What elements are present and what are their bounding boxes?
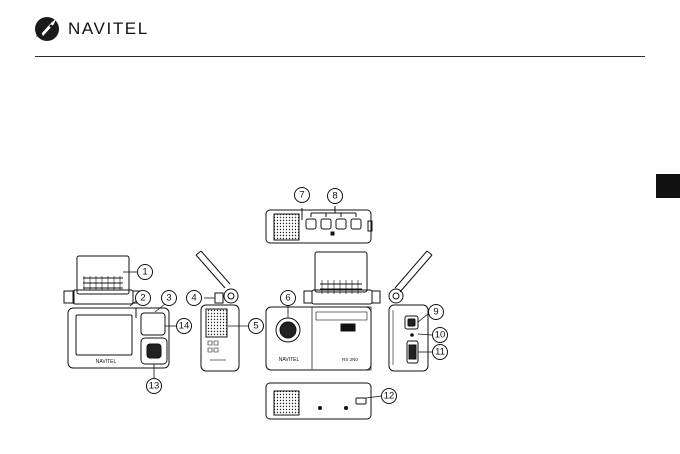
bottom-view <box>265 382 372 420</box>
rear-logo-text: NAVITEL <box>279 357 300 363</box>
navitel-rocket-logo-icon <box>35 17 59 41</box>
svg-text:6: 6 <box>285 293 290 304</box>
brand-name: NAVITEL <box>68 19 149 38</box>
page-header: NAVITEL <box>0 0 680 60</box>
svg-text:3: 3 <box>166 293 171 304</box>
callout-8: 8 <box>327 188 343 204</box>
svg-text:4: 4 <box>191 293 196 304</box>
callout-6: 6 <box>280 290 296 306</box>
svg-text:13: 13 <box>149 381 160 392</box>
callout-1: 1 <box>137 264 153 280</box>
callout-12: 12 <box>381 388 397 404</box>
callout-2: 2 <box>135 290 151 306</box>
rear-view <box>265 251 381 371</box>
callout-11: 11 <box>432 344 448 360</box>
right-side-view <box>388 250 433 372</box>
svg-text:7: 7 <box>299 190 304 201</box>
callout-4: 4 <box>186 290 202 306</box>
svg-text:9: 9 <box>433 307 438 318</box>
leader-lines <box>123 271 433 399</box>
svg-text:12: 12 <box>384 391 395 402</box>
callout-13: 13 <box>146 378 162 394</box>
svg-text:10: 10 <box>435 330 446 341</box>
callout-5: 5 <box>248 318 264 334</box>
svg-text:8: 8 <box>332 191 337 202</box>
svg-text:14: 14 <box>179 321 190 332</box>
callout-9: 9 <box>428 304 444 320</box>
callout-3: 3 <box>161 290 177 306</box>
callout-14: 14 <box>176 318 192 334</box>
left-side-view <box>195 250 240 372</box>
page-section-tab <box>656 174 680 198</box>
callouts: 7 8 1 2 3 4 5 6 9 10 11 12 13 14 <box>135 187 448 404</box>
callout-10: 10 <box>432 327 448 343</box>
svg-text:5: 5 <box>253 321 258 332</box>
top-view <box>265 206 373 244</box>
svg-text:11: 11 <box>435 347 445 358</box>
front-view <box>63 255 170 369</box>
header-divider <box>35 56 645 57</box>
model-text: RS 2N0 <box>342 357 358 362</box>
svg-text:1: 1 <box>142 267 147 278</box>
svg-text:2: 2 <box>140 293 145 304</box>
callout-7: 7 <box>294 187 310 203</box>
front-logo-text: NAVITEL <box>96 359 117 365</box>
